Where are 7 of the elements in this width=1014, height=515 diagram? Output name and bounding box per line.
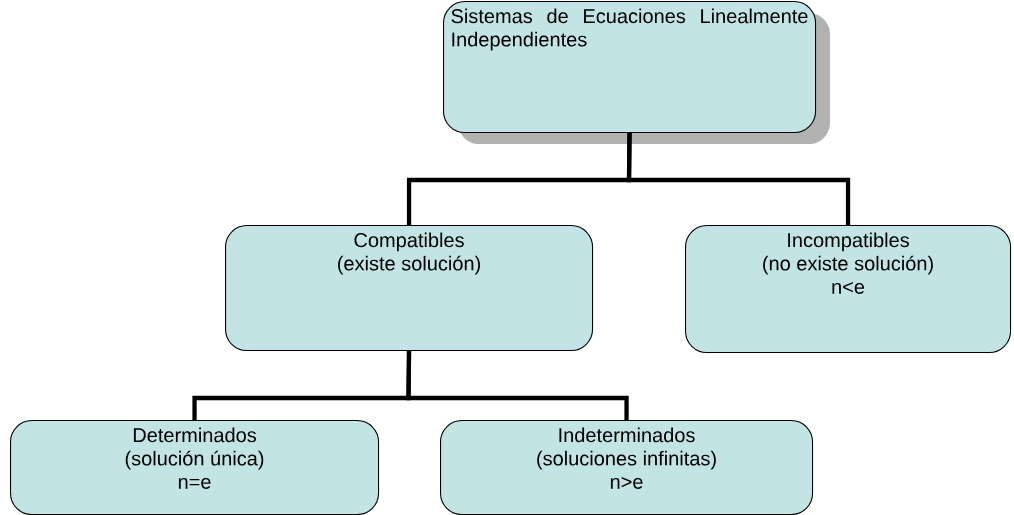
concept-box: Indeterminados (soluciones infinitas) n>e [440, 420, 814, 515]
connector-line [406, 351, 629, 420]
concept-box: Incompatibles (no existe solución) n<e [685, 225, 1012, 354]
concept-box: Determinados (solución única) n=e [10, 420, 380, 515]
concept-box: Compatibles (existe solución) [225, 225, 594, 352]
concept-box: Sistemas de Ecuaciones Linealmente Independientes [443, 1, 817, 134]
connector-line [626, 133, 851, 225]
